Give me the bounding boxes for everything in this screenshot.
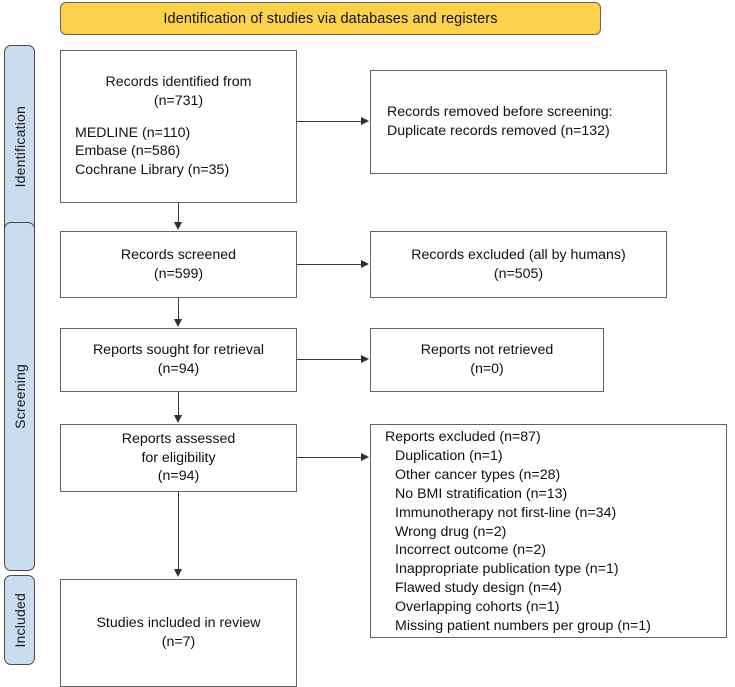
arrowhead-assessed-to-included (174, 569, 182, 577)
exclusion-reason-no-bmi-stratification: No BMI stratification (n=13) (395, 485, 568, 502)
box-reports-not-retrieved: Reports not retrieved (n=0) (370, 328, 604, 392)
reports-not-retrieved-line1: Reports not retrieved (420, 342, 554, 359)
records-removed-line2: Duplicate records removed (n=132) (387, 123, 610, 139)
diagram-title-text: Identification of studies via databases … (163, 10, 498, 27)
box-records-screened: Records screened (n=599) (60, 231, 297, 298)
reports-sought-line1: Reports sought for retrieval (92, 342, 265, 359)
source-embase: Embase (n=586) (75, 143, 181, 160)
box-reports-sought: Reports sought for retrieval (n=94) (60, 328, 297, 392)
studies-included-line1: Studies included in review (96, 615, 261, 632)
connector-sought-to-assessed (178, 392, 180, 415)
reports-assessed-line3: (n=94) (157, 468, 200, 485)
connector-identified-to-removed (297, 121, 362, 123)
box-records-identified: Records identified from (n=731) MEDLINE … (60, 50, 297, 203)
exclusion-reason-incorrect-outcome: Incorrect outcome (n=2) (395, 542, 547, 559)
box-records-excluded: Records excluded (all by humans) (n=505) (370, 231, 667, 298)
source-medline: MEDLINE (n=110) (75, 124, 191, 141)
exclusion-reason-missing-patient-numbers: Missing patient numbers per group (n=1) (395, 618, 651, 635)
box-reports-excluded-reasons: Reports excluded (n=87) Duplication (n=1… (370, 424, 727, 638)
arrowhead-screened-to-excluded (361, 260, 369, 268)
box-studies-included: Studies included in review (n=7) (60, 579, 297, 687)
arrowhead-sought-to-not-retrieved (361, 355, 369, 363)
connector-screened-to-excluded (297, 264, 362, 266)
arrowhead-identified-to-removed (361, 117, 369, 125)
reports-excluded-list: Reports excluded (n=87) Duplication (n=1… (371, 426, 726, 636)
stage-label-screening-text: Screening (11, 364, 28, 429)
arrowhead-sought-to-assessed (174, 415, 182, 423)
diagram-title-banner: Identification of studies via databases … (60, 2, 601, 35)
exclusion-reason-wrong-drug: Wrong drug (n=2) (395, 523, 507, 540)
connector-assessed-to-included (178, 492, 180, 570)
records-removed-line1: Records removed before screening: (387, 104, 613, 121)
reports-assessed-line2: for eligibility (141, 449, 216, 466)
arrowhead-assessed-to-reports-excluded (361, 453, 369, 461)
reports-sought-line2: (n=94) (157, 361, 200, 377)
studies-included-line2: (n=7) (161, 634, 196, 650)
reports-not-retrieved-line2: (n=0) (470, 361, 504, 377)
arrowhead-screened-to-sought (174, 319, 182, 327)
records-identified-line2: (n=731) (153, 92, 204, 109)
connector-assessed-to-reports-excluded (297, 457, 362, 459)
connector-sought-to-not-retrieved (297, 359, 362, 361)
records-screened-line2: (n=599) (153, 265, 204, 282)
source-cochrane: Cochrane Library (n=35) (75, 162, 230, 179)
records-identified-line1: Records identified from (105, 73, 252, 90)
box-records-removed-before-screening: Records removed before screening: Duplic… (370, 70, 667, 174)
exclusion-reason-other-cancer-types: Other cancer types (n=28) (395, 466, 561, 483)
connector-identified-to-screened (178, 203, 180, 223)
reports-assessed-line1: Reports assessed (121, 430, 236, 447)
stage-label-identification: Identification (4, 45, 35, 248)
exclusion-reason-overlapping-cohorts: Overlapping cohorts (n=1) (395, 599, 560, 616)
stage-label-screening: Screening (4, 222, 35, 571)
records-excluded-line2: (n=505) (493, 265, 544, 282)
box-reports-assessed: Reports assessed for eligibility (n=94) (60, 424, 297, 492)
exclusion-reason-duplication: Duplication (n=1) (395, 447, 503, 464)
records-screened-line1: Records screened (120, 246, 237, 263)
arrowhead-identified-to-screened (174, 222, 182, 230)
exclusion-reason-immunotherapy-not-first-line: Immunotherapy not first-line (n=34) (395, 504, 617, 521)
exclusion-reason-flawed-study-design: Flawed study design (n=4) (395, 580, 562, 597)
spacer (61, 111, 296, 124)
connector-screened-to-sought (178, 298, 180, 320)
stage-label-included: Included (4, 575, 35, 665)
records-excluded-line1: Records excluded (all by humans) (411, 246, 626, 263)
stage-label-included-text: Included (11, 592, 28, 648)
reports-excluded-heading: Reports excluded (n=87) (385, 428, 541, 445)
stage-label-identification-text: Identification (11, 105, 28, 188)
exclusion-reason-inappropriate-publication-type: Inappropriate publication type (n=1) (395, 561, 619, 578)
